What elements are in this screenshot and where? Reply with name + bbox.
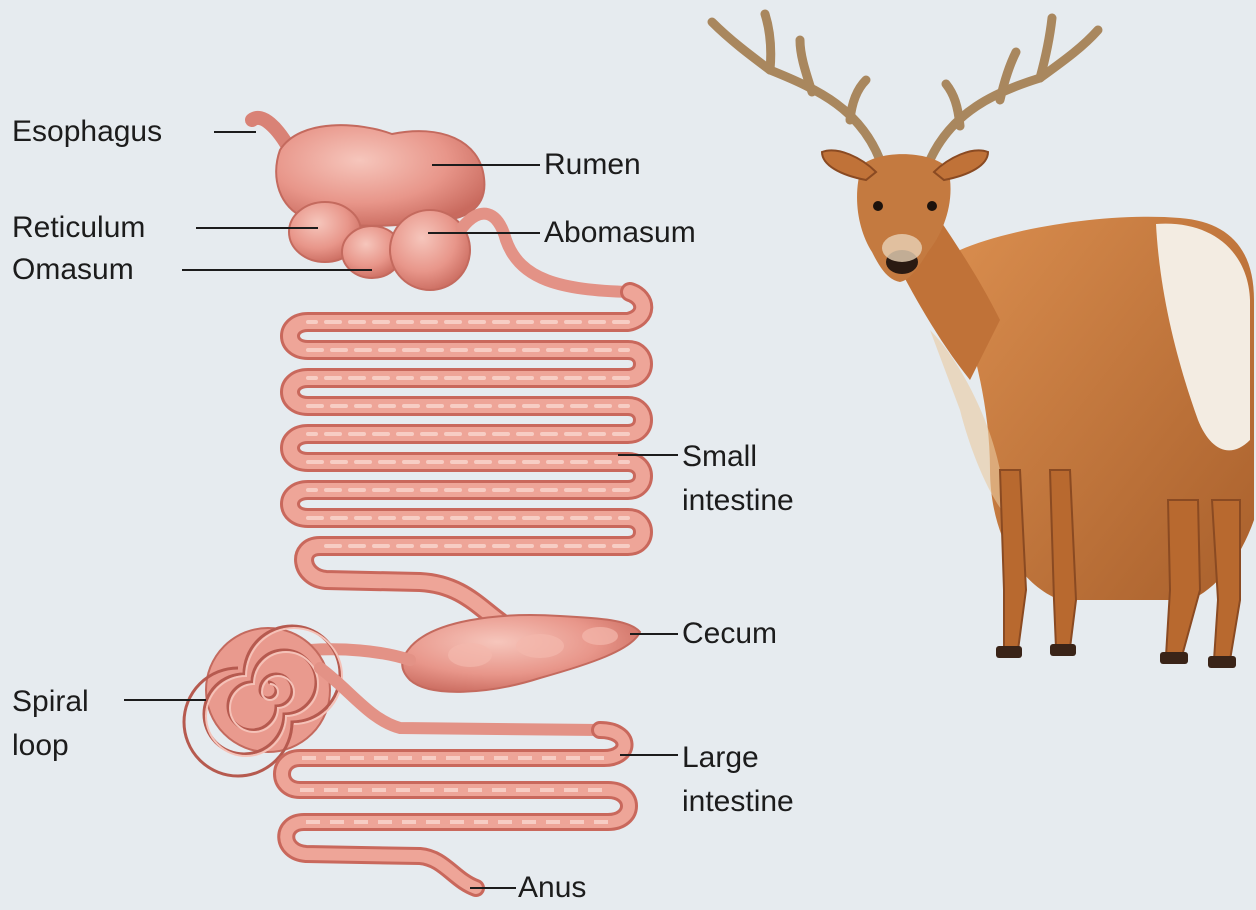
- label-spiral-loop-line1: Spiral: [12, 680, 89, 724]
- deer-illustration: [712, 14, 1254, 668]
- deer-antlers: [712, 14, 1098, 160]
- label-reticulum: Reticulum: [12, 210, 145, 246]
- deer-right-eye: [927, 201, 937, 211]
- label-large-intestine-line2: intestine: [682, 780, 794, 824]
- label-cecum: Cecum: [682, 616, 777, 652]
- label-large-intestine: Large intestine: [682, 736, 794, 824]
- label-omasum: Omasum: [12, 252, 134, 288]
- small-intestine: [290, 292, 643, 622]
- deer-right-ear: [934, 150, 988, 180]
- cecum: [310, 615, 640, 692]
- deer-left-eye: [873, 201, 883, 211]
- label-small-intestine-line2: intestine: [682, 479, 794, 523]
- label-spiral-loop: Spiral loop: [12, 680, 89, 768]
- stomach: [252, 118, 630, 292]
- label-esophagus: Esophagus: [12, 114, 162, 150]
- label-spiral-loop-line2: loop: [12, 724, 89, 768]
- deer-muzzle: [882, 234, 922, 262]
- abomasum-organ: [390, 210, 470, 290]
- label-small-intestine-line1: Small: [682, 435, 794, 479]
- label-rumen: Rumen: [544, 147, 641, 183]
- label-abomasum: Abomasum: [544, 215, 696, 251]
- deer-left-ear: [822, 150, 876, 180]
- label-large-intestine-line1: Large: [682, 736, 794, 780]
- cecum-organ: [402, 615, 640, 692]
- label-anus: Anus: [518, 870, 586, 906]
- deer-hooves: [996, 644, 1236, 668]
- large-intestine: [282, 730, 629, 888]
- label-small-intestine: Small intestine: [682, 435, 794, 523]
